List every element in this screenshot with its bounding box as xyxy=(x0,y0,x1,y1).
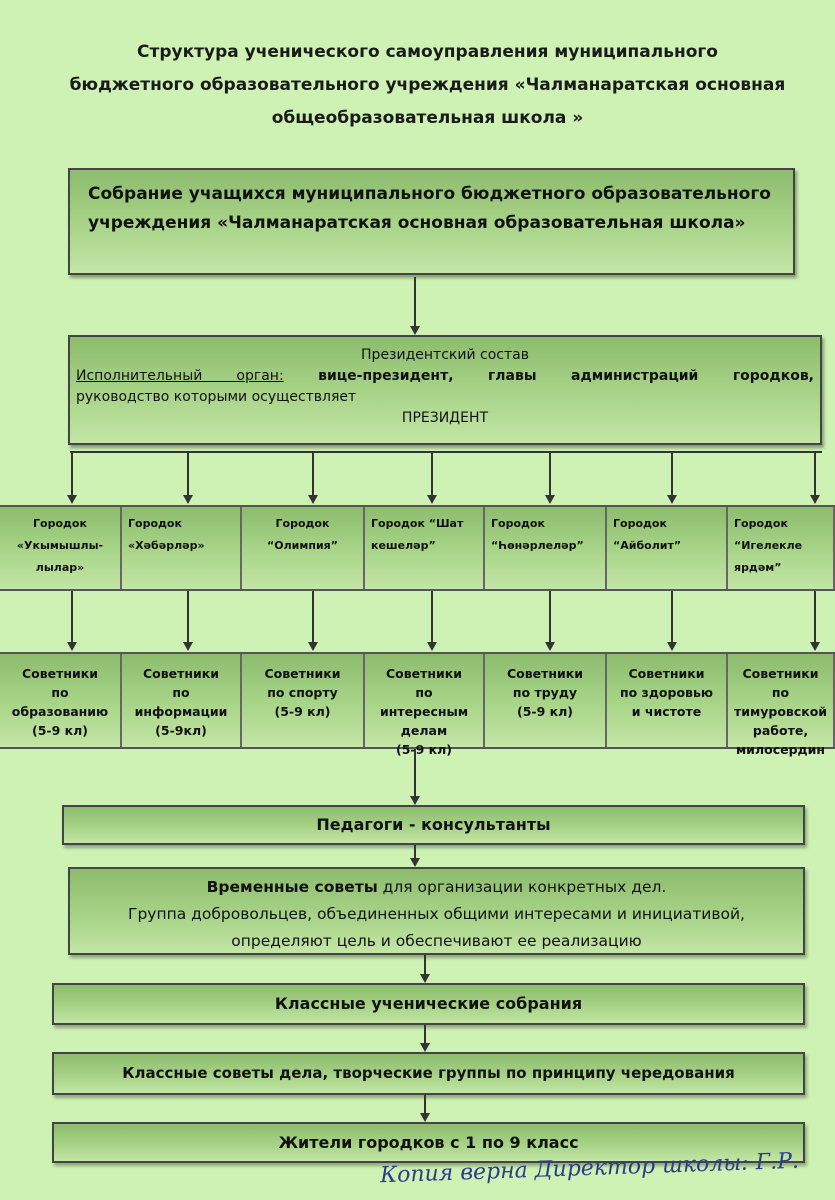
student-assembly-box: Собрание учащихся муниципального бюджетн… xyxy=(68,168,795,275)
arrow-down-icon xyxy=(810,495,820,504)
connector xyxy=(187,591,189,643)
president-label: ПРЕЗИДЕНТ xyxy=(401,410,489,426)
adviser-cell: Советники по труду (5-9 кл) xyxy=(485,654,607,747)
town-cell: Городок “Айболит” xyxy=(607,507,728,589)
connector xyxy=(424,1025,426,1044)
town-label-l2: «Хәбәрләр» xyxy=(128,539,205,552)
arrow-down-icon xyxy=(427,495,437,504)
pedagogues-box: Педагоги - консультанты xyxy=(62,805,805,845)
board-exec-line: Исполнительный орган: вице-президент, гл… xyxy=(76,366,814,387)
town-label-l2: “Олимпия” xyxy=(267,539,338,552)
arrow-down-icon xyxy=(410,796,420,805)
connector xyxy=(312,452,314,496)
connector xyxy=(549,452,551,496)
connector xyxy=(424,955,426,975)
residents-box: Жители городков с 1 по 9 класс xyxy=(52,1122,805,1163)
temp-line1: Временные советы для организации конкрет… xyxy=(70,874,803,901)
town-label-l3: лылар» xyxy=(35,561,85,574)
adviser-cell: Советники по спорту (5-9 кл) xyxy=(242,654,365,747)
temp-line2: Группа добровольцев, объединенных общими… xyxy=(128,905,745,923)
town-cell: Городок «Укымышлы-лылар» xyxy=(0,507,122,589)
arrow-down-icon xyxy=(667,642,677,651)
arrow-down-icon xyxy=(420,1043,430,1052)
exec-text: вице-президент, главы администраций горо… xyxy=(283,368,815,384)
arrow-down-icon xyxy=(420,974,430,983)
adviser-cell: Советники по здоровью и чистоте xyxy=(607,654,728,747)
board-line2: руководство которыми осуществляет xyxy=(76,389,357,405)
presidential-board-box: Президентский состав Исполнительный орга… xyxy=(68,335,822,445)
connector xyxy=(814,452,816,496)
temp-line3: определяют цель и обеспечивают ее реализ… xyxy=(231,932,642,950)
arrow-down-icon xyxy=(667,495,677,504)
town-label-l1: Городок xyxy=(128,517,182,530)
town-label-l2: “Айболит” xyxy=(613,539,682,552)
page-title: Структура ученического самоуправления му… xyxy=(40,36,815,135)
title-line: бюджетного образовательного учреждения «… xyxy=(69,75,786,95)
connector xyxy=(814,591,816,643)
arrow-down-icon xyxy=(410,326,420,335)
connector xyxy=(414,749,416,797)
arrow-down-icon xyxy=(420,1113,430,1122)
connector xyxy=(431,591,433,643)
connector xyxy=(312,591,314,643)
connector xyxy=(414,845,416,859)
connector xyxy=(431,452,433,496)
connector xyxy=(414,277,416,327)
arrow-down-icon xyxy=(183,495,193,504)
town-cell: Городок «Хәбәрләр» xyxy=(122,507,242,589)
town-cell: Городок “Игелекле ярдәм” xyxy=(728,507,835,589)
adviser-cell: Советники по тимуровской работе, милосер… xyxy=(728,654,835,757)
arrow-down-icon xyxy=(67,642,77,651)
adviser-cell: Советники по интересным делам (5-9 кл) xyxy=(365,654,485,757)
towns-row: Городок «Укымышлы-лылар» Городок «Хәбәрләр»… xyxy=(0,505,835,591)
town-cell: Городок “Һөнәрлеләр” xyxy=(485,507,607,589)
title-line: Структура ученического самоуправления му… xyxy=(137,42,718,62)
arrow-down-icon xyxy=(308,495,318,504)
connector xyxy=(549,591,551,643)
town-label-l2: “Һөнәрлеләр” xyxy=(491,539,584,552)
connector xyxy=(671,452,673,496)
class-councils-box: Классные советы дела, творческие группы … xyxy=(52,1052,805,1095)
branch-line xyxy=(70,451,822,453)
town-label-l1: Городок xyxy=(275,517,330,530)
town-cell: Городок “Шат кешеләр” xyxy=(365,507,485,589)
connector xyxy=(187,452,189,496)
town-cell: Городок “Олимпия” xyxy=(242,507,365,589)
advisers-row: Советники по образованию (5-9 кл)Советни… xyxy=(0,652,835,757)
town-label-l2: «Укымышлы- xyxy=(16,539,104,552)
town-label-l1: Городок “Шат xyxy=(371,517,464,530)
arrow-down-icon xyxy=(810,642,820,651)
temp-rest: для организации конкретных дел. xyxy=(377,878,667,896)
arrow-down-icon xyxy=(183,642,193,651)
adviser-cell: Советники по информации (5-9кл) xyxy=(122,654,242,747)
connector xyxy=(671,591,673,643)
town-label-l1: Городок xyxy=(734,517,788,530)
arrow-down-icon xyxy=(545,642,555,651)
temporary-councils-box: Временные советы для организации конкрет… xyxy=(68,867,805,955)
town-label-l2: кешеләр” xyxy=(371,539,436,552)
exec-label: Исполнительный орган: xyxy=(76,368,284,384)
town-label-l2: “Игелекле xyxy=(734,539,803,552)
arrow-down-icon xyxy=(67,495,77,504)
class-meetings-box: Классные ученические собрания xyxy=(52,983,805,1025)
board-heading: Президентский состав xyxy=(361,347,529,363)
town-label-l1: Городок xyxy=(491,517,545,530)
arrow-down-icon xyxy=(308,642,318,651)
adviser-cell: Советники по образованию (5-9 кл) xyxy=(0,654,122,747)
temp-bold: Временные советы xyxy=(206,878,378,896)
town-label-l1: Городок xyxy=(613,517,667,530)
connector xyxy=(71,452,73,496)
title-line: общеобразовательная школа » xyxy=(271,108,584,128)
connector xyxy=(424,1095,426,1114)
arrow-down-icon xyxy=(545,495,555,504)
arrow-down-icon xyxy=(427,642,437,651)
arrow-down-icon xyxy=(410,858,420,867)
town-label-l1: Городок xyxy=(33,517,87,530)
connector xyxy=(71,591,73,643)
town-label-l3: ярдәм” xyxy=(734,561,782,574)
